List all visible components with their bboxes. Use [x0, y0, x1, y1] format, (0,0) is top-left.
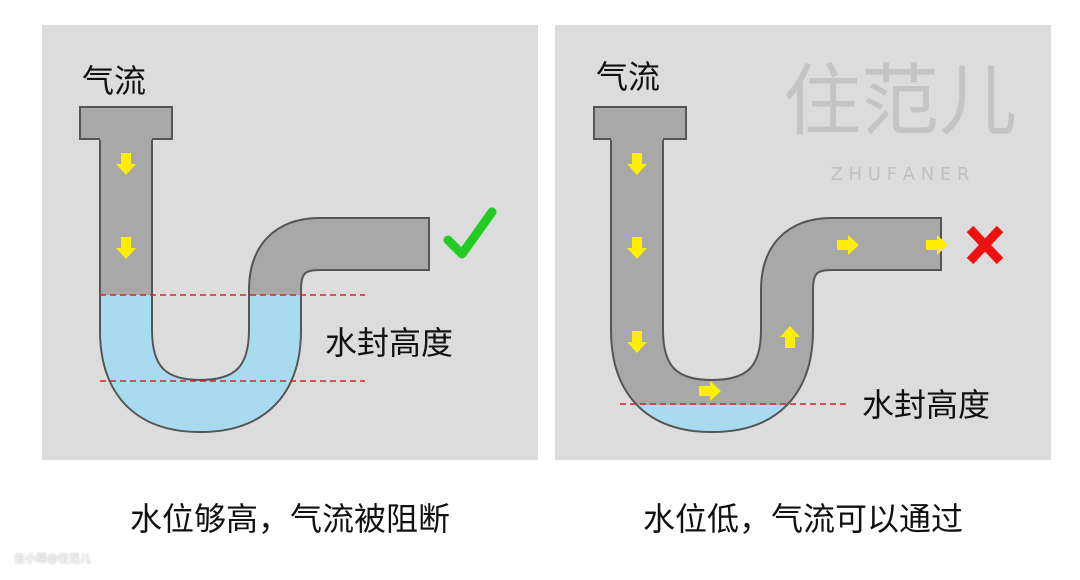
watermark: 住小帮@住范儿	[14, 552, 91, 565]
svg-text:住范儿: 住范儿	[783, 57, 1017, 147]
right-caption: 水位低，气流可以通过	[642, 500, 963, 538]
water	[101, 295, 300, 432]
left-seal-label: 水封高度	[325, 324, 454, 362]
left-trap-pipe	[79, 106, 430, 434]
check-icon	[443, 207, 497, 259]
left-airflow-label: 气流	[82, 62, 147, 100]
water	[639, 405, 785, 432]
right-trap-pipe	[593, 106, 942, 434]
left-caption: 水位够高，气流被阻断	[129, 500, 450, 538]
svg-text:Z H U F A N E R: Z H U F A N E R	[830, 164, 969, 185]
right-seal-label: 水封高度	[862, 386, 991, 424]
right-airflow-label: 气流	[596, 58, 661, 96]
logo: 住范儿 Z H U F A N E R	[783, 57, 1017, 185]
cross-icon	[966, 225, 1004, 265]
